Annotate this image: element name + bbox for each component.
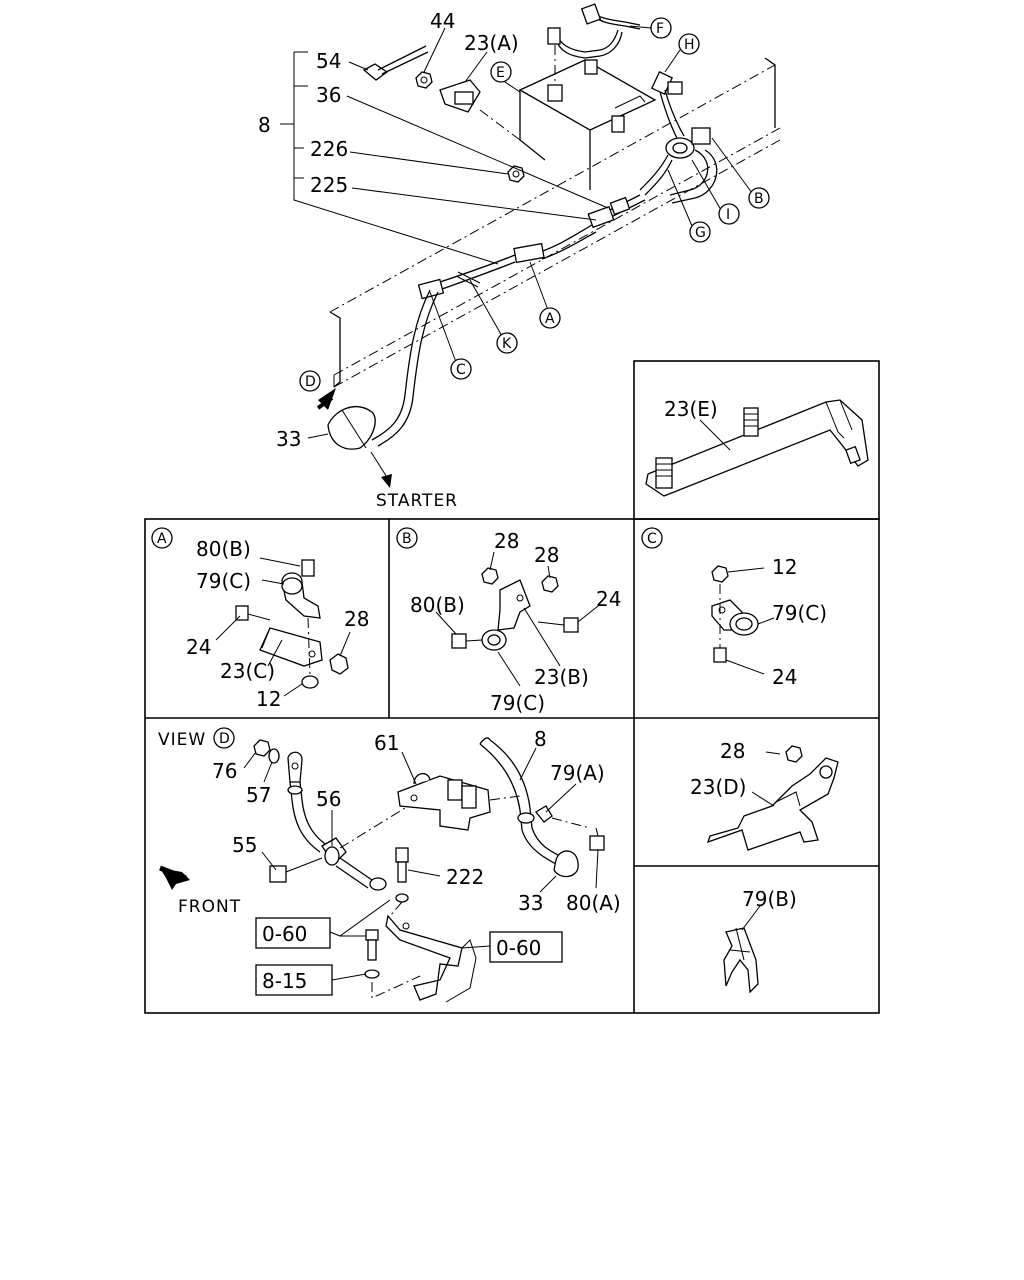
label-225: 225 — [310, 173, 348, 197]
label-33: 33 — [276, 427, 301, 451]
callout-e: E — [490, 61, 512, 83]
callout-i: I — [718, 203, 740, 225]
callout-k: K — [496, 332, 518, 354]
label-a-24: 24 — [186, 635, 211, 659]
callout-b: B — [748, 187, 770, 209]
label-36: 36 — [316, 83, 341, 107]
label-a-12: 12 — [256, 687, 281, 711]
label-d-33: 33 — [518, 891, 543, 915]
label-b-23b: 23(B) — [534, 665, 589, 689]
frame-rail — [329, 57, 781, 388]
front-label: FRONT — [178, 897, 241, 917]
detail-c: C 12 79(C) 24 — [641, 527, 827, 689]
label-d-79a: 79(A) — [550, 761, 605, 785]
callout-f: F — [650, 17, 672, 39]
svg-text:B: B — [402, 531, 412, 547]
svg-text:F: F — [656, 21, 664, 37]
part-54 — [362, 45, 429, 81]
starter-label: STARTER — [376, 491, 458, 511]
view-d-heading: VIEW — [158, 730, 206, 750]
ref-box-8-15[interactable]: 8-15 — [255, 964, 333, 996]
svg-text:A: A — [545, 311, 555, 327]
svg-text:I: I — [726, 207, 730, 223]
label-d-8: 8 — [534, 727, 547, 751]
label-d-222: 222 — [446, 865, 484, 889]
label-a-80b: 80(B) — [196, 537, 251, 561]
svg-text:0-60: 0-60 — [496, 936, 541, 960]
svg-text:G: G — [695, 225, 706, 241]
main-labels: 44 23(A) 54 36 8 226 225 33 STARTER — [258, 9, 519, 511]
battery-box — [518, 45, 657, 190]
label-b-80b: 80(B) — [410, 593, 465, 617]
view-d: VIEW D — [158, 727, 621, 1003]
label-b-79c: 79(C) — [490, 691, 545, 715]
main-leaders — [280, 25, 753, 488]
detail-23d: 28 23(D) — [690, 739, 839, 851]
detail-23e: 23(E) — [645, 397, 869, 497]
ref-box-0-60-right[interactable]: 0-60 — [489, 931, 563, 963]
svg-text:C: C — [456, 362, 466, 378]
svg-text:C: C — [647, 531, 657, 547]
label-b-24: 24 — [596, 587, 621, 611]
part-44 — [415, 71, 433, 89]
detail-b-marker: B — [396, 527, 418, 549]
label-44: 44 — [430, 9, 455, 33]
svg-text:E: E — [496, 65, 505, 81]
label-d-57: 57 — [246, 783, 271, 807]
label-d-80a: 80(A) — [566, 891, 621, 915]
cable-cluster-right — [639, 71, 718, 204]
label-a-28: 28 — [344, 607, 369, 631]
label-d-55: 55 — [232, 833, 257, 857]
label-23a: 23(A) — [464, 31, 519, 55]
label-a-79c: 79(C) — [196, 569, 251, 593]
svg-text:8-15: 8-15 — [262, 969, 307, 993]
label-23e: 23(E) — [664, 397, 718, 421]
svg-text:A: A — [157, 531, 167, 547]
main-harness — [327, 194, 646, 450]
cable-f — [547, 3, 641, 59]
callout-h: H — [678, 33, 700, 55]
label-23d-28: 28 — [720, 739, 745, 763]
svg-text:D: D — [305, 374, 316, 390]
label-c-79c: 79(C) — [772, 601, 827, 625]
label-d-56: 56 — [316, 787, 341, 811]
callout-d: D — [299, 370, 321, 392]
label-a-23c: 23(C) — [220, 659, 275, 683]
main-assembly: 44 23(A) 54 36 8 226 225 33 STARTER E F … — [258, 3, 781, 511]
label-b-28b: 28 — [534, 543, 559, 567]
detail-b: B 28 28 80(B) 24 23(B) 79(C) — [396, 527, 621, 715]
detail-a: A 80(B) 79(C) 24 28 23(C) 12 — [151, 527, 369, 711]
detail-c-marker: C — [641, 527, 663, 549]
label-c-24: 24 — [772, 665, 797, 689]
detail-79b: 79(B) — [723, 887, 797, 994]
label-79b: 79(B) — [742, 887, 797, 911]
main-callouts: E F H B I G A — [299, 17, 770, 392]
label-23d: 23(D) — [690, 775, 746, 799]
callout-a: A — [539, 307, 561, 329]
svg-text:B: B — [754, 191, 764, 207]
callout-c: C — [450, 358, 472, 380]
part-23a — [439, 79, 521, 141]
label-226: 226 — [310, 137, 348, 161]
svg-text:K: K — [502, 336, 512, 352]
label-d-76: 76 — [212, 759, 237, 783]
ref-box-0-60-left[interactable]: 0-60 — [255, 917, 331, 949]
svg-text:D: D — [219, 731, 230, 747]
detail-frames — [144, 360, 880, 1014]
label-c-12: 12 — [772, 555, 797, 579]
label-54: 54 — [316, 49, 341, 73]
label-d-61: 61 — [374, 731, 399, 755]
svg-text:0-60: 0-60 — [262, 922, 307, 946]
view-d-marker: D — [213, 727, 235, 749]
detail-a-marker: A — [151, 527, 173, 549]
label-b-28a: 28 — [494, 529, 519, 553]
label-8: 8 — [258, 113, 271, 137]
callout-g: G — [689, 221, 711, 243]
svg-text:H: H — [684, 37, 695, 53]
